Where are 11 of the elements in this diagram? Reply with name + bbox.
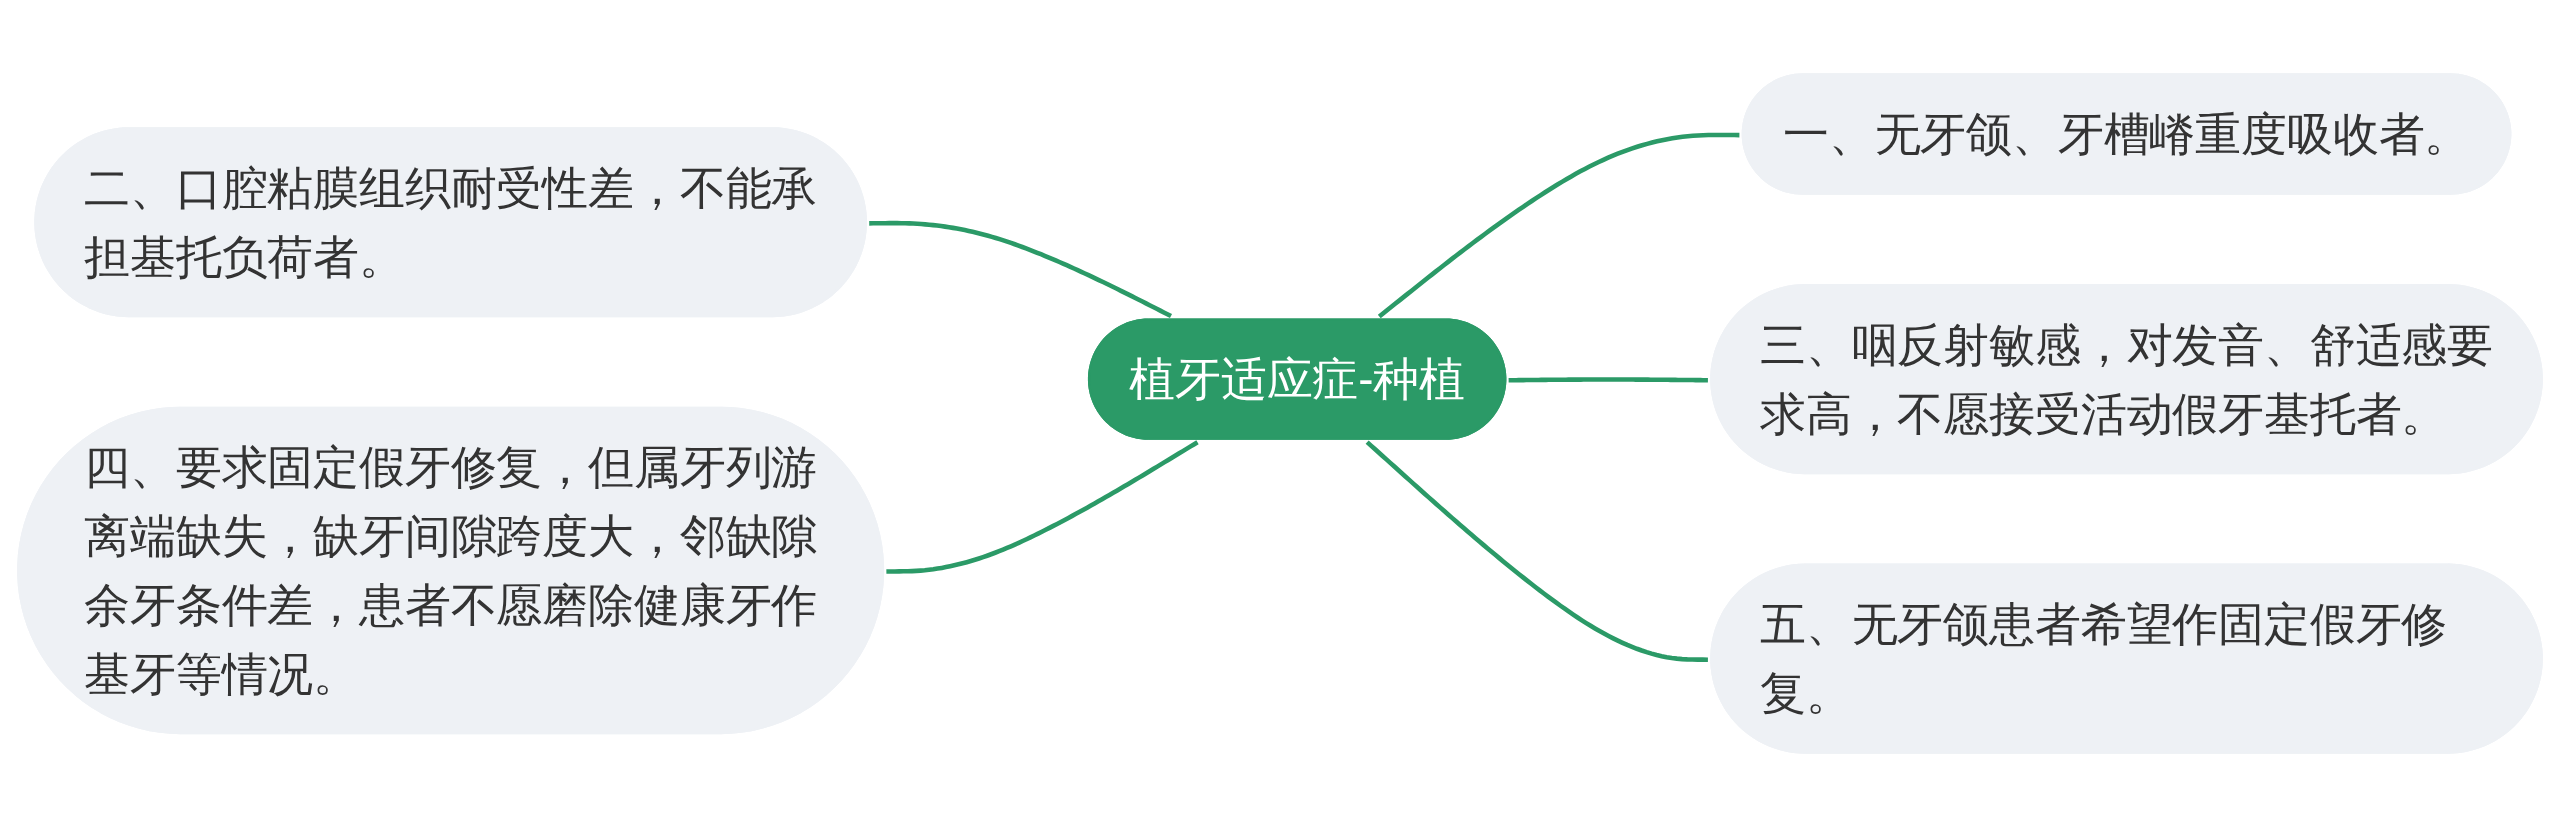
central-topic-pill: 植牙适应症-种植 [1087, 318, 1507, 440]
connector-line [869, 220, 1173, 319]
topic-bubble: 一、无牙颌、牙槽嵴重度吸收者。 [1741, 73, 2512, 195]
connector-line [1365, 440, 1708, 662]
connector-line [886, 440, 1199, 574]
topic-bubble: 三、咽反射敏感，对发音、舒适感要求高，不愿接受活动假牙基托者。 [1710, 284, 2543, 475]
connector-line [1377, 132, 1740, 319]
topic-bubble: 四、要求固定假牙修复，但属牙列游离端缺失，缺牙间隙跨度大，邻缺隙余牙条件差，患者不愿磨除健康牙作基牙等情况。 [17, 406, 885, 735]
connector-line [1508, 377, 1708, 383]
topic-bubble: 二、口腔粘膜组织耐受性差，不能承担基托负荷者。 [34, 127, 867, 318]
topic-bubble: 五、无牙颌患者希望作固定假牙修复。 [1710, 563, 2543, 754]
